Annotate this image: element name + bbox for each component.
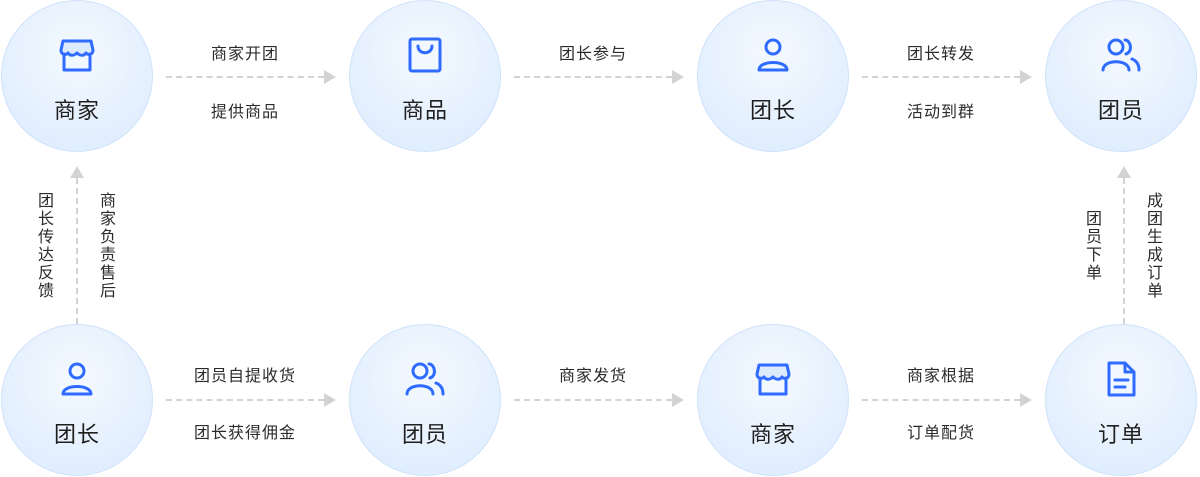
- node-bottom-members: 团员: [349, 324, 501, 476]
- connector-bottom-merchant-order: [862, 399, 1020, 401]
- edge-label-bottom-merchant-order-2: 订单配货: [906, 423, 975, 442]
- users-icon: [405, 359, 445, 399]
- edge-label-order-members-right: 成团生成订单: [1146, 191, 1163, 300]
- node-top-product: 商品: [349, 0, 501, 152]
- node-label: 团员: [401, 423, 448, 448]
- arrow-bottom-merchant-order: [1020, 393, 1032, 407]
- arrow-order-members-up: [1117, 166, 1131, 178]
- arrow-leader-members: [1020, 70, 1032, 84]
- edge-label-leader-merchant-left: 团长传达反馈: [37, 191, 54, 300]
- arrow-bottom-members-merchant: [672, 393, 684, 407]
- arrow-leader-merchant-up: [70, 166, 84, 178]
- node-label: 商家: [749, 423, 796, 448]
- shop-icon: [57, 35, 97, 75]
- connector-product-leader: [514, 76, 672, 78]
- user-icon: [57, 359, 97, 399]
- node-label: 团长: [749, 99, 796, 124]
- node-label: 团长: [53, 423, 100, 448]
- edge-label-product-leader: 团长参与: [558, 44, 627, 63]
- edge-label-leader-merchant-right: 商家负责售后: [99, 191, 116, 300]
- node-bottom-leader: 团长: [1, 324, 153, 476]
- node-top-leader: 团长: [697, 0, 849, 152]
- node-label: 团员: [1097, 99, 1144, 124]
- arrow-product-leader: [672, 70, 684, 84]
- shopping-bag-icon: [405, 35, 445, 75]
- node-top-merchant: 商家: [1, 0, 153, 152]
- connector-merchant-product: [166, 76, 324, 78]
- node-label: 商家: [53, 99, 100, 124]
- edge-label-bottom-merchant-order-1: 商家根据: [906, 366, 975, 385]
- shop-icon: [753, 359, 793, 399]
- edge-label-leader-members-2: 活动到群: [906, 102, 975, 121]
- node-bottom-order: 订单: [1045, 324, 1197, 476]
- edge-label-merchant-product-1: 商家开团: [210, 44, 279, 63]
- connector-leader-merchant-up: [76, 178, 78, 324]
- edge-label-bottom-leader-members-1: 团员自提收货: [193, 366, 296, 385]
- edge-label-merchant-product-2: 提供商品: [210, 102, 279, 121]
- arrow-bottom-leader-members: [324, 393, 336, 407]
- user-icon: [753, 35, 793, 75]
- edge-label-order-members-left: 团员下单: [1085, 209, 1102, 282]
- edge-label-bottom-leader-members-2: 团长获得佣金: [193, 423, 296, 442]
- node-bottom-merchant: 商家: [697, 324, 849, 476]
- node-label: 商品: [401, 99, 448, 124]
- node-top-members: 团员: [1045, 0, 1197, 152]
- edge-label-leader-members-1: 团长转发: [906, 44, 975, 63]
- connector-order-members-up: [1123, 178, 1125, 324]
- connector-bottom-leader-members: [166, 399, 324, 401]
- node-label: 订单: [1097, 423, 1144, 448]
- connector-bottom-members-merchant: [514, 399, 672, 401]
- document-icon: [1101, 359, 1141, 399]
- users-icon: [1101, 35, 1141, 75]
- edge-label-bottom-members-merchant: 商家发货: [558, 366, 627, 385]
- arrow-merchant-product: [324, 70, 336, 84]
- connector-leader-members: [862, 76, 1020, 78]
